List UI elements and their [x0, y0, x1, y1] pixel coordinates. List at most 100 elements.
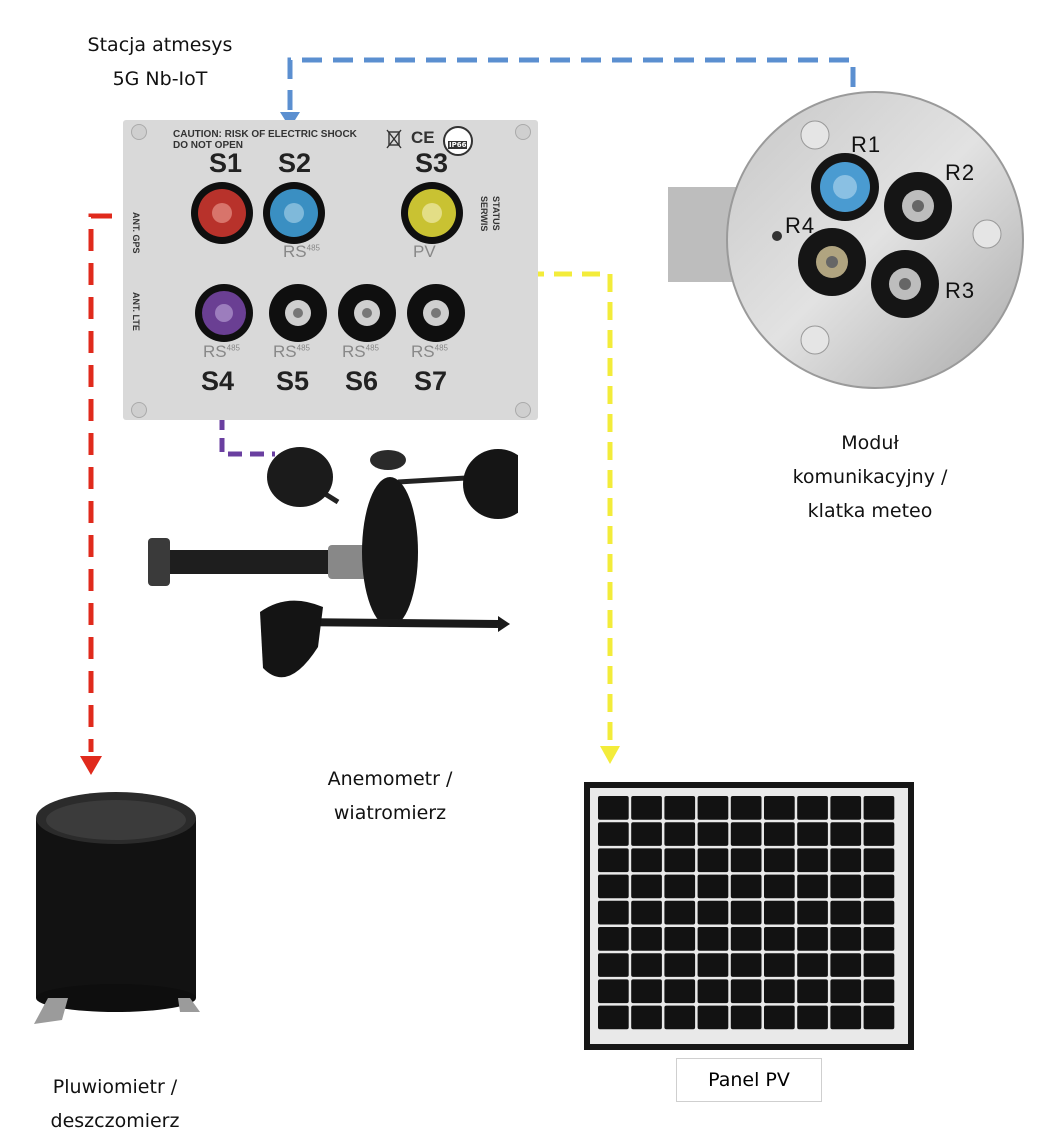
pv-cell — [730, 979, 762, 1004]
rs-text: RS — [203, 342, 227, 361]
pv-cell — [797, 822, 828, 846]
pv-cell — [764, 874, 795, 899]
side-label-serwis: SERWIS — [479, 196, 489, 232]
pv-cell — [764, 1005, 795, 1030]
pv-cell — [598, 874, 629, 899]
module-caption: Moduł komunikacyjny / klatka meteo — [765, 426, 975, 528]
pv-cell — [764, 900, 795, 925]
pv-cell — [664, 953, 696, 977]
ip66-badge-icon: IP66 — [443, 126, 473, 156]
pv-cell — [764, 979, 795, 1004]
pv-cell — [830, 796, 862, 820]
pv-cell — [797, 796, 828, 820]
pv-cell — [664, 848, 696, 873]
pv-cell — [697, 1005, 729, 1030]
pv-cell — [697, 979, 729, 1004]
pv-cell — [631, 900, 662, 925]
pv-cell — [664, 979, 696, 1004]
port-s6-rs-label: RS485 — [342, 342, 379, 362]
pv-cell — [598, 848, 629, 873]
pv-cell — [863, 1005, 895, 1030]
rs-sup: 485 — [296, 343, 310, 353]
port-label-s6: S6 — [345, 366, 379, 396]
pv-cell — [598, 979, 629, 1004]
pv-cell — [764, 822, 795, 846]
pv-cell — [830, 848, 862, 873]
pv-cell — [664, 874, 696, 899]
rain-gauge-caption: Pluwiomietr / deszczomierz — [10, 1070, 220, 1138]
rs-sup: 485 — [226, 343, 240, 353]
yellow-arrow-panel — [600, 746, 620, 764]
pv-cell — [863, 822, 895, 846]
pv-cell — [830, 1005, 862, 1030]
pv-cell — [697, 848, 729, 873]
port-s3-pv-label: PV — [413, 242, 436, 261]
pv-cell — [797, 979, 828, 1004]
pv-cell — [664, 927, 696, 951]
pv-cell — [730, 1005, 762, 1030]
caution-line2: DO NOT OPEN — [173, 140, 244, 151]
pv-cell — [863, 796, 895, 820]
pv-cell — [598, 1005, 629, 1030]
port-label-r1: R1 — [851, 132, 882, 157]
pv-cell — [664, 1005, 696, 1030]
module-caption-line1: Moduł — [841, 432, 899, 454]
port-label-r3: R3 — [945, 278, 976, 303]
pv-panel-image — [584, 782, 914, 1050]
rs-text: RS — [342, 342, 366, 361]
pv-cell — [863, 900, 895, 925]
weee-icon — [386, 129, 402, 149]
screw-bottom-left — [131, 402, 147, 418]
pv-cell — [631, 927, 662, 951]
pv-cell — [730, 900, 762, 925]
module-caption-line3: klatka meteo — [807, 500, 933, 522]
pv-cell — [830, 927, 862, 951]
port-s5-rs-label: RS485 — [273, 342, 310, 362]
port-s5-connector — [269, 284, 327, 342]
port-s7-rs-label: RS485 — [411, 342, 448, 362]
pv-cell — [697, 953, 729, 977]
pv-cell — [631, 979, 662, 1004]
anemometer-caption: Anemometr / wiatromierz — [290, 762, 490, 830]
pv-cell — [863, 927, 895, 951]
pv-cell — [830, 953, 862, 977]
pv-cell — [730, 822, 762, 846]
pv-cell — [598, 900, 629, 925]
pv-cell — [797, 874, 828, 899]
pv-cell — [730, 848, 762, 873]
port-label-s1: S1 — [209, 148, 243, 178]
pv-cell — [664, 822, 696, 846]
anemometer-image — [148, 447, 518, 678]
port-label-r4: R4 — [785, 213, 816, 238]
pv-cell — [664, 796, 696, 820]
pv-cell — [598, 796, 629, 820]
port-s6-connector — [338, 284, 396, 342]
pv-cell — [764, 927, 795, 951]
pv-cell — [830, 979, 862, 1004]
pv-cell — [697, 796, 729, 820]
red-arrow — [80, 756, 102, 775]
pv-cell — [631, 1005, 662, 1030]
station-caption: Stacja atmesys 5G Nb-IoT — [60, 28, 260, 96]
port-label-s5: S5 — [276, 366, 310, 396]
rain-gauge-caption-line1: Pluwiomietr / — [52, 1076, 178, 1098]
pv-cell — [797, 848, 828, 873]
pv-cell — [631, 953, 662, 977]
pv-cell — [631, 874, 662, 899]
side-label-status: STATUS — [491, 196, 501, 231]
port-label-s7: S7 — [414, 366, 448, 396]
pv-cell — [863, 874, 895, 899]
pv-cell — [797, 953, 828, 977]
screw-top-right — [515, 124, 531, 140]
pv-cell — [863, 848, 895, 873]
rs-text: RS — [283, 242, 307, 261]
port-s1-connector — [191, 182, 253, 244]
pv-cell — [764, 796, 795, 820]
ce-mark-icon: CE — [411, 128, 435, 147]
station-title-line2: 5G Nb-IoT — [112, 68, 208, 90]
rain-gauge-caption-line2: deszczomierz — [50, 1110, 180, 1132]
pv-cell — [598, 927, 629, 951]
pv-cell — [598, 822, 629, 846]
communication-module — [668, 91, 1024, 389]
anemometer-caption-line2: wiatromierz — [333, 802, 447, 824]
